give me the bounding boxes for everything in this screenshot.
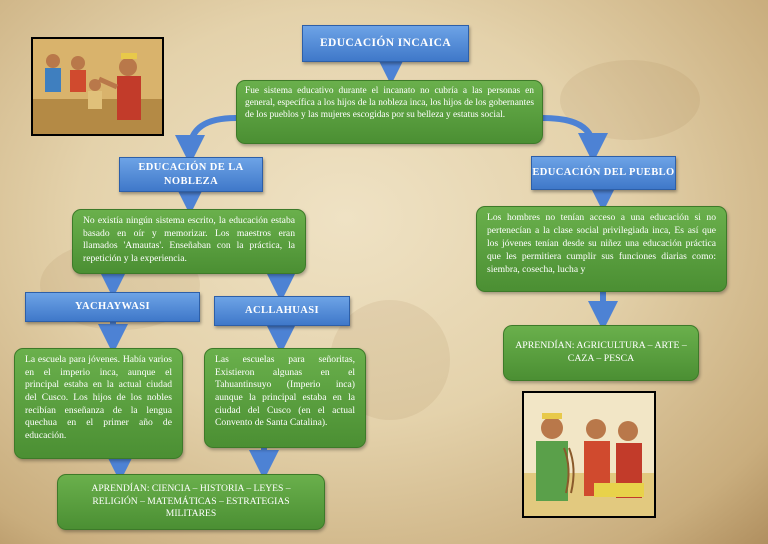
- nobleza-desc-box: No existía ningún sistema escrito, la ed…: [72, 209, 306, 274]
- illustration-inca-teacher: [31, 37, 164, 136]
- pueblo-learned-box: APRENDÍAN: AGRICULTURA – ARTE – CAZA – P…: [503, 325, 699, 381]
- yachaywasi-desc-box: La escuela para jóvenes. Había varios en…: [14, 348, 183, 459]
- pueblo-desc-box: Los hombres no tenían acceso a una educa…: [476, 206, 727, 292]
- intro-box: Fue sistema educativo durante el incanat…: [236, 80, 543, 144]
- title-box: EDUCACIÓN INCAICA: [302, 25, 469, 62]
- acllahuasi-desc-box: Las escuelas para señoritas, Existieron …: [204, 348, 366, 448]
- pueblo-title-box: EDUCACIÓN DEL PUEBLO: [531, 156, 676, 190]
- arrow-intro-to-nobleza: [175, 115, 237, 165]
- illustration-inca-weavers-icon: [524, 393, 654, 516]
- arrow-intro-to-pueblo: [542, 115, 608, 163]
- illustration-inca-weavers: [522, 391, 656, 518]
- illustration-inca-teacher-icon: [33, 39, 162, 134]
- acllahuasi-title-box: ACLLAHUASI: [214, 296, 350, 326]
- yachaywasi-title-box: YACHAYWASI: [25, 292, 200, 322]
- nobleza-title-box: EDUCACIÓN DE LA NOBLEZA: [119, 157, 263, 192]
- nobleza-learned-box: APRENDÍAN: CIENCIA – HISTORIA – LEYES – …: [57, 474, 325, 530]
